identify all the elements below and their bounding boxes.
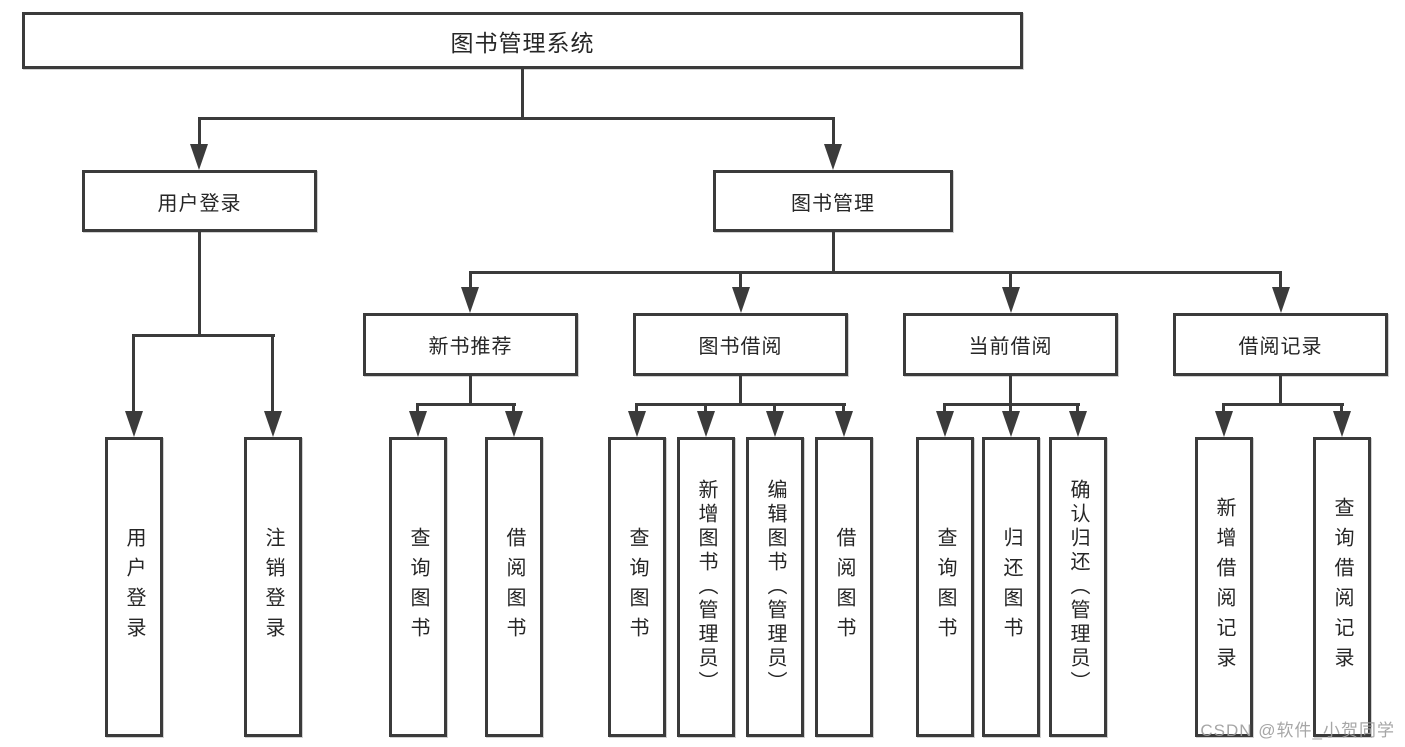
leaf-label: 新增图书（管理员） bbox=[695, 479, 717, 695]
connector-new-book-branch bbox=[417, 403, 516, 406]
leaf-label: 查询图书 bbox=[407, 527, 429, 647]
connector-to-user-login bbox=[198, 117, 201, 146]
node-label: 图书管理系统 bbox=[450, 29, 595, 56]
connector-current-borrow-stem bbox=[1009, 376, 1012, 406]
connector-borrow-record-branch bbox=[1223, 403, 1344, 406]
node-library-management-system: 图书管理系统 bbox=[22, 12, 1023, 69]
node-book-borrowing: 图书借阅 bbox=[633, 313, 848, 376]
connector-leaf-shaft bbox=[943, 403, 946, 413]
node-label: 借阅记录 bbox=[1238, 336, 1323, 358]
leaf-confirm-return-admin: 确认归还（管理员） bbox=[1049, 437, 1107, 737]
connector-leaf-shaft bbox=[416, 403, 419, 413]
leaf-add-borrow-record: 新增借阅记录 bbox=[1195, 437, 1253, 737]
leaf-label: 编辑图书（管理员） bbox=[764, 479, 786, 695]
connector-leaf-shaft bbox=[842, 403, 845, 413]
arrowhead-new-book bbox=[461, 287, 479, 313]
arrowhead-leaf bbox=[1215, 411, 1233, 437]
connector-user-login-stem bbox=[198, 232, 201, 336]
leaf-borrow-books: 借阅图书 bbox=[815, 437, 873, 737]
leaf-label: 用户登录 bbox=[123, 527, 145, 647]
node-label: 新书推荐 bbox=[428, 336, 513, 358]
node-user-login: 用户登录 bbox=[82, 170, 317, 232]
arrowhead-leaf bbox=[835, 411, 853, 437]
leaf-query-books-borrowing: 查询图书 bbox=[608, 437, 666, 737]
leaf-label: 确认归还（管理员） bbox=[1067, 479, 1089, 695]
leaf-query-books-current: 查询图书 bbox=[916, 437, 974, 737]
connector-leaf-shaft bbox=[512, 403, 515, 413]
arrowhead-leaf bbox=[409, 411, 427, 437]
connector-level1-branch bbox=[198, 117, 835, 120]
leaf-label: 查询图书 bbox=[934, 527, 956, 647]
connector-to-borrow-record bbox=[1279, 271, 1282, 290]
leaf-label: 注销登录 bbox=[262, 527, 284, 647]
arrowhead-leaf-user-login bbox=[125, 411, 143, 437]
node-borrowing-records: 借阅记录 bbox=[1173, 313, 1388, 376]
leaf-label: 归还图书 bbox=[1000, 527, 1022, 647]
connector-leaf-shaft bbox=[1222, 403, 1225, 413]
leaf-label: 查询借阅记录 bbox=[1331, 497, 1353, 677]
leaf-edit-books-admin: 编辑图书（管理员） bbox=[746, 437, 804, 737]
leaf-user-login: 用户登录 bbox=[105, 437, 163, 737]
csdn-watermark: CSDN @软件_小贺同学 bbox=[1200, 721, 1395, 740]
arrowhead-leaf bbox=[936, 411, 954, 437]
arrowhead-leaf bbox=[1069, 411, 1087, 437]
connector-to-new-book bbox=[469, 271, 472, 290]
node-book-management: 图书管理 bbox=[713, 170, 953, 232]
leaf-label: 新增借阅记录 bbox=[1213, 497, 1235, 677]
connector-user-login-branch bbox=[132, 334, 275, 337]
connector-leaf-shaft bbox=[1340, 403, 1343, 413]
arrowhead-user-login bbox=[190, 144, 208, 170]
connector-to-leaf-user-login bbox=[132, 334, 135, 413]
arrowhead-leaf bbox=[505, 411, 523, 437]
arrowhead-leaf bbox=[697, 411, 715, 437]
node-label: 图书管理 bbox=[791, 192, 875, 215]
connector-borrow-record-stem bbox=[1279, 376, 1282, 406]
arrowhead-leaf bbox=[1333, 411, 1351, 437]
leaf-add-books-admin: 新增图书（管理员） bbox=[677, 437, 735, 737]
connector-to-book-borrow bbox=[739, 271, 742, 290]
connector-root-stem bbox=[521, 69, 524, 119]
arrowhead-leaf bbox=[628, 411, 646, 437]
leaf-query-borrow-record: 查询借阅记录 bbox=[1313, 437, 1371, 737]
connector-book-management-stem bbox=[832, 232, 835, 273]
arrowhead-leaf bbox=[1002, 411, 1020, 437]
connector-to-current-borrow bbox=[1009, 271, 1012, 290]
connector-to-book-management bbox=[832, 117, 835, 146]
arrowhead-book-borrow bbox=[732, 287, 750, 313]
node-label: 图书借阅 bbox=[698, 336, 783, 358]
connector-to-leaf-logout bbox=[271, 334, 274, 413]
leaf-label: 借阅图书 bbox=[833, 527, 855, 647]
leaf-logout: 注销登录 bbox=[244, 437, 302, 737]
node-current-borrowing: 当前借阅 bbox=[903, 313, 1118, 376]
connector-leaf-shaft bbox=[1076, 403, 1079, 413]
connector-book-borrow-stem bbox=[739, 376, 742, 406]
arrowhead-current-borrow bbox=[1002, 287, 1020, 313]
connector-leaf-shaft bbox=[1009, 403, 1012, 413]
connector-current-borrow-branch bbox=[944, 403, 1080, 406]
node-label: 当前借阅 bbox=[968, 336, 1053, 358]
arrowhead-borrow-record bbox=[1272, 287, 1290, 313]
connector-level2-branch bbox=[469, 271, 1282, 274]
connector-leaf-shaft bbox=[635, 403, 638, 413]
node-new-book-recommend: 新书推荐 bbox=[363, 313, 578, 376]
arrowhead-leaf bbox=[766, 411, 784, 437]
node-label: 用户登录 bbox=[157, 192, 242, 215]
leaf-label: 借阅图书 bbox=[503, 527, 525, 647]
leaf-return-books: 归还图书 bbox=[982, 437, 1040, 737]
leaf-query-books-recommend: 查询图书 bbox=[389, 437, 447, 737]
connector-leaf-shaft bbox=[773, 403, 776, 413]
leaf-borrow-books-recommend: 借阅图书 bbox=[485, 437, 543, 737]
leaf-label: 查询图书 bbox=[626, 527, 648, 647]
connector-new-book-stem bbox=[469, 376, 472, 406]
connector-leaf-shaft bbox=[704, 403, 707, 413]
connector-book-borrow-branch bbox=[636, 403, 846, 406]
arrowhead-book-management bbox=[824, 144, 842, 170]
arrowhead-leaf-logout bbox=[264, 411, 282, 437]
